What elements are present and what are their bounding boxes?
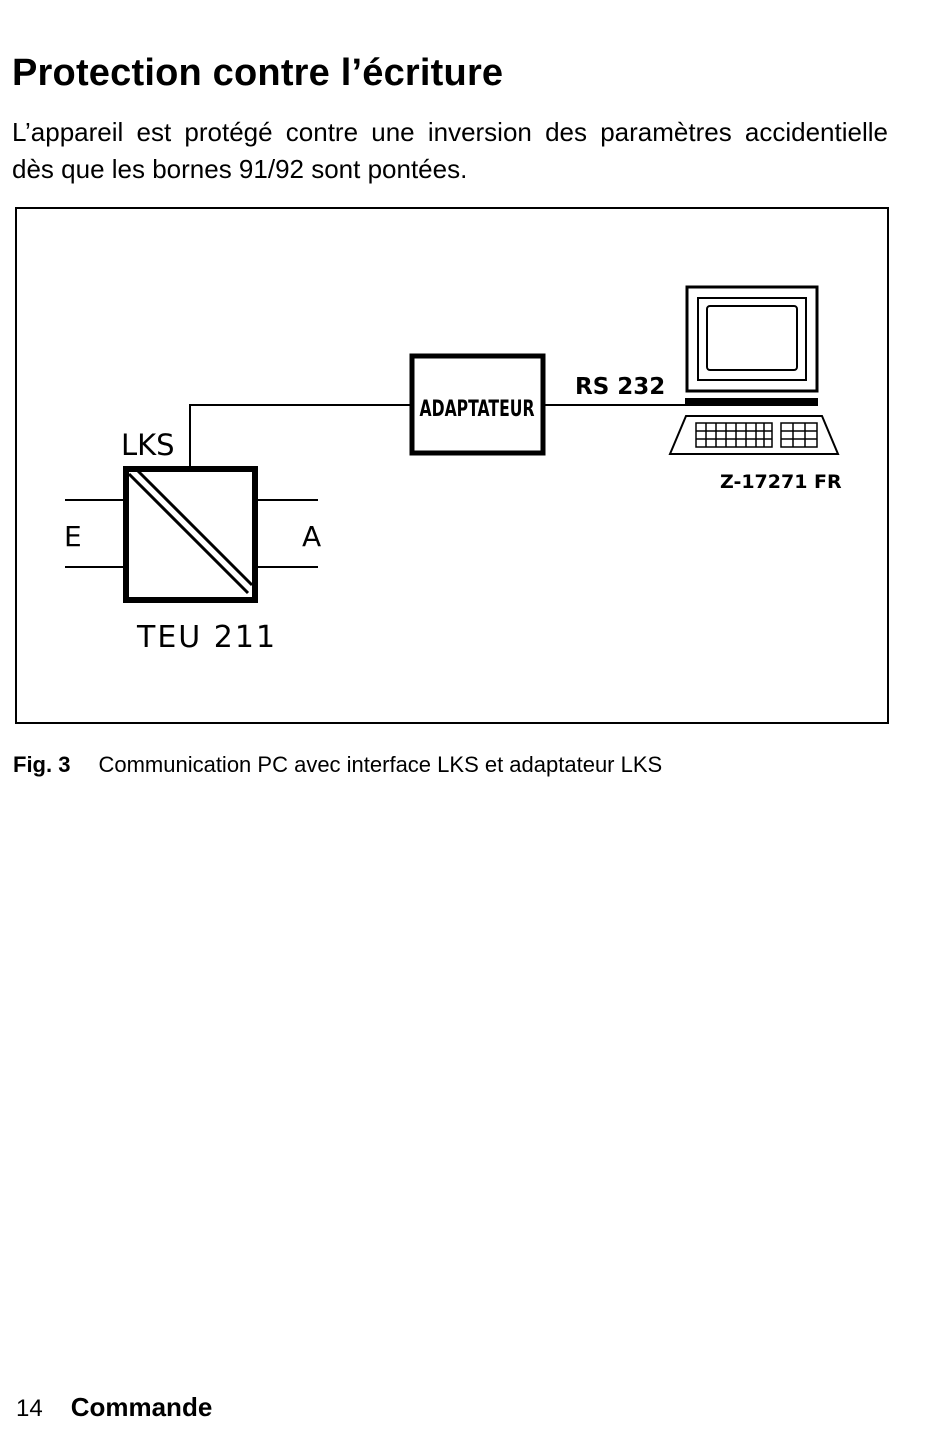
computer-icon <box>670 287 838 454</box>
figure-caption: Fig. 3 Communication PC avec interface LK… <box>13 752 662 778</box>
device-box <box>126 469 255 600</box>
caption-text: Communication PC avec interface LKS et a… <box>98 752 662 777</box>
input-label: E <box>64 520 82 553</box>
device-label: TEU 211 <box>136 620 277 655</box>
page-footer: 14 Commande <box>16 1392 212 1423</box>
reference-code: Z-17271 FR <box>720 471 842 493</box>
rs232-label: RS 232 <box>575 374 665 400</box>
connection-diagram: LKS E A TEU 211 ADAPTATEUR RS 232 Z-1727… <box>0 0 950 760</box>
section-name: Commande <box>71 1392 213 1422</box>
lks-cable <box>190 405 410 466</box>
output-label: A <box>302 520 321 553</box>
figure-number: Fig. 3 <box>13 752 70 777</box>
adapter-label: ADAPTATEUR <box>420 397 535 422</box>
page-number: 14 <box>16 1395 43 1422</box>
lks-label: LKS <box>121 428 175 462</box>
